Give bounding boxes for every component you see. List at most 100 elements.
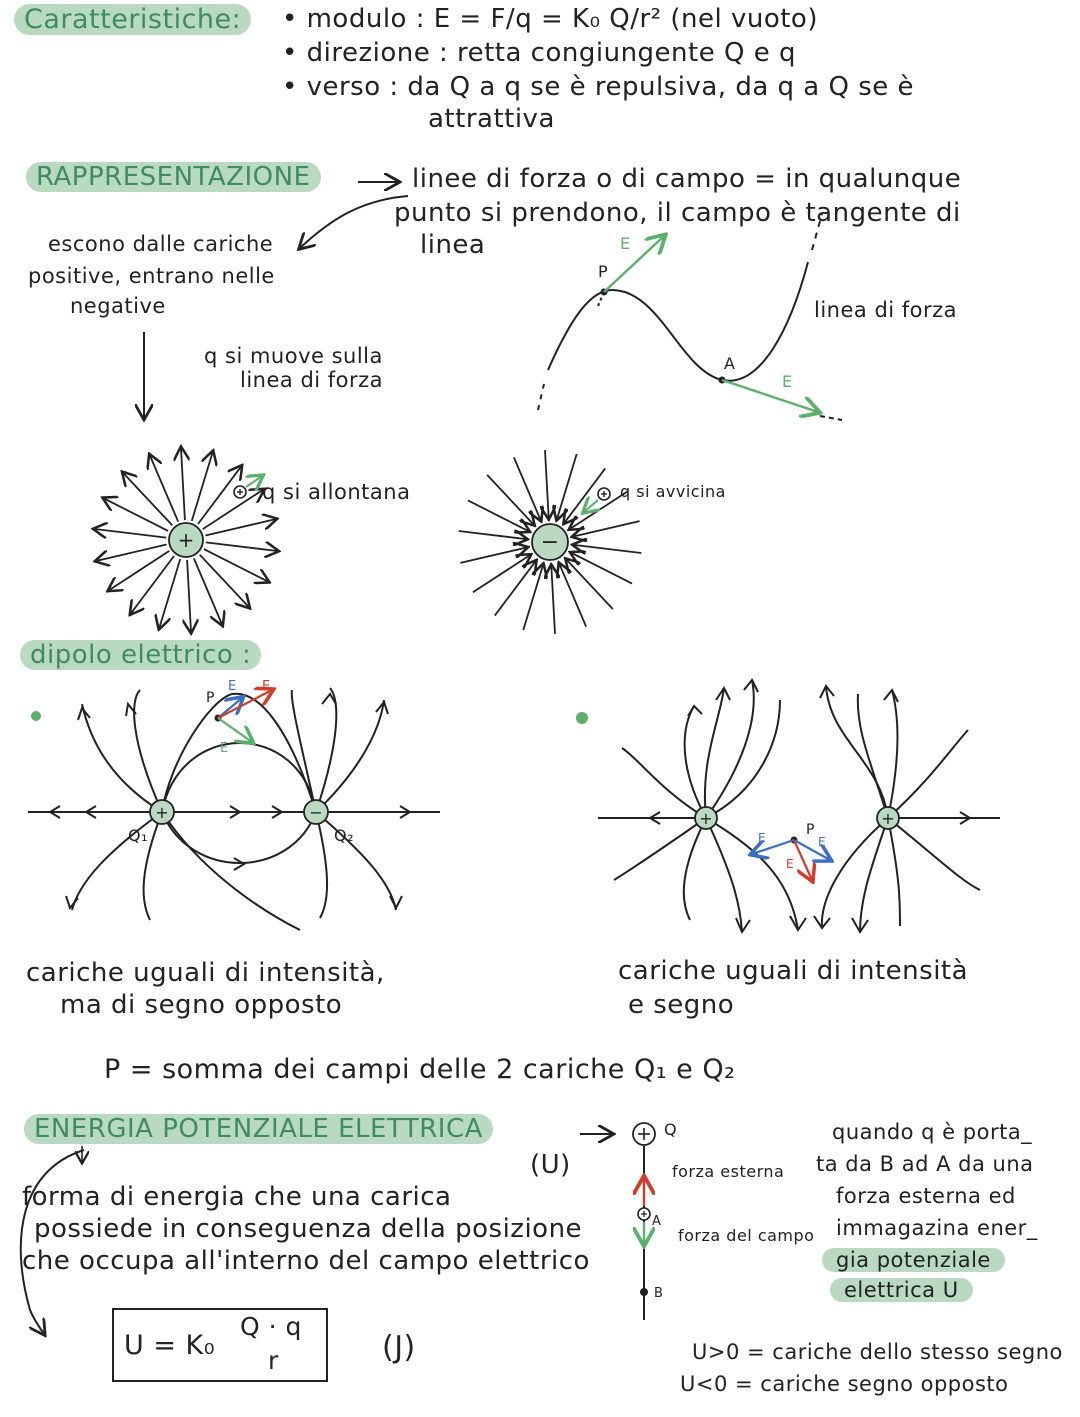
dipole-equal-vectors: P E E E <box>752 822 830 880</box>
dipole-equal-arrowheads <box>648 678 972 935</box>
radial-field-line <box>566 560 614 610</box>
radial-field-line <box>159 558 182 628</box>
somma-line: P = somma dei campi delle 2 cariche Q₁ e… <box>104 1054 736 1085</box>
svg-text:E: E <box>786 857 794 871</box>
formula-lhs: U = K₀ <box>124 1330 216 1361</box>
radial-field-line <box>513 457 541 520</box>
opposte-line-1: cariche uguali di intensità, <box>26 958 385 988</box>
energia-def-2: possiede in conseguenza della posizione <box>34 1214 583 1244</box>
quando-line-4: immagazina ener_ <box>836 1216 1038 1240</box>
direzione-line: • direzione : retta congiungente Q e q <box>282 38 796 68</box>
quando-line-3: forza esterna ed <box>836 1184 1016 1208</box>
energia-symbol: (U) <box>530 1150 571 1180</box>
energia-def-3: che occupa all'interno del campo elettri… <box>22 1246 590 1276</box>
q-muove-line-2: linea di forza <box>240 368 384 392</box>
radial-field-line <box>486 474 533 525</box>
radial-field-line <box>187 559 191 632</box>
escono-line-3: negative <box>70 294 166 318</box>
quando-line-2: ta da B ad A da una <box>816 1152 1034 1176</box>
radial-field-line <box>96 543 167 561</box>
forza-campo-label: forza del campo <box>678 1226 815 1245</box>
field-vector-p <box>603 236 664 293</box>
radial-field-line <box>202 490 263 530</box>
modulo-line: • modulo : E = F/q = K₀ Q/r² (nel vuoto) <box>282 4 818 34</box>
attrattiva-line: attrattiva <box>428 104 555 134</box>
definition-bracket-arrow <box>19 1149 85 1334</box>
dipolo-heading: dipolo elettrico : <box>20 640 262 670</box>
svg-text:E: E <box>228 679 236 694</box>
dipole-opposite-arrowheads <box>48 692 412 911</box>
avvicina-label: q si avvicina <box>620 482 726 501</box>
point-b-energy-label: B <box>654 1286 664 1301</box>
radial-field-line <box>551 566 555 634</box>
energia-heading: ENERGIA POTENZIALE ELETTRICA <box>24 1114 493 1144</box>
linee-line-2: punto si prendono, il campo è tangente d… <box>394 198 961 228</box>
dipole-charge-q2: − <box>303 799 329 825</box>
forza-esterna-label: forza esterna <box>672 1162 785 1181</box>
radial-field-line <box>460 547 526 564</box>
svg-text:+: + <box>155 803 168 822</box>
radial-field-line <box>557 453 578 519</box>
rappresentazione-heading: RAPPRESENTAZIONE <box>26 162 321 192</box>
svg-text:+: + <box>178 528 195 552</box>
radial-field-line <box>472 555 530 594</box>
field-e-label-a: E <box>782 372 793 391</box>
svg-text:E: E <box>758 831 766 845</box>
u-negative-line: U<0 = cariche segno opposto <box>680 1372 1009 1396</box>
tangent-dash-a <box>819 415 843 421</box>
svg-text:+: + <box>699 809 712 828</box>
radial-field-line <box>197 466 241 525</box>
svg-text:P: P <box>806 822 814 838</box>
formula-unit: (J) <box>382 1330 416 1365</box>
positive-charge-field <box>95 448 278 632</box>
radial-field-line <box>522 565 543 631</box>
quando-line-5: gia potenziale <box>822 1248 1005 1272</box>
dipole-equal-charge-right: + <box>876 806 900 830</box>
allontana-label: q si allontana <box>262 480 411 504</box>
dipole-equal-charge-left: + <box>694 806 718 830</box>
svg-text:E: E <box>818 835 826 849</box>
formula-numerator: Q · q <box>240 1312 302 1341</box>
energia-def-1: forma di energia che una carica <box>22 1182 452 1212</box>
positive-charge: + <box>168 522 204 558</box>
point-a-energy-label: A <box>652 1214 662 1229</box>
radial-field-line <box>458 531 527 539</box>
radial-field-line <box>203 548 268 582</box>
point-p-label: P <box>598 262 609 281</box>
svg-text:P: P <box>206 690 214 706</box>
radial-field-line <box>150 455 179 522</box>
linea-di-forza-label: linea di forza <box>814 298 958 322</box>
verso-line: • verso : da Q a q se è repulsiva, da q … <box>282 72 915 102</box>
svg-text:+: + <box>881 809 894 828</box>
radial-field-line <box>123 473 173 527</box>
svg-text:−: − <box>541 530 559 555</box>
uguali-line-2: e segno <box>628 990 735 1020</box>
radial-field-line <box>131 555 175 614</box>
test-charge-negative-field <box>584 487 611 512</box>
negative-charge-field <box>458 450 642 634</box>
opposte-line-2: ma di segno opposto <box>60 990 343 1020</box>
field-line-curve <box>537 213 823 411</box>
radial-field-line <box>571 553 633 585</box>
radial-field-line <box>190 452 213 522</box>
charge-q-label: Q <box>664 1120 678 1139</box>
escono-line-2: positive, entrano nelle <box>28 264 275 288</box>
caratteristiche-heading: Caratteristiche: <box>14 4 252 35</box>
test-charge-positive <box>233 476 262 499</box>
formula-box <box>112 1308 328 1382</box>
curved-pointer-arrow <box>300 195 409 248</box>
q-muove-line-1: q si muove sulla <box>204 344 383 368</box>
radial-field-line <box>494 561 536 617</box>
negative-charge: − <box>531 523 569 561</box>
linee-line-3: linea <box>420 230 486 260</box>
svg-text:−: − <box>309 803 322 822</box>
radial-field-line <box>193 558 222 624</box>
bullet-dot-left <box>31 711 41 721</box>
uguali-line-1: cariche uguali di intensità <box>618 956 969 986</box>
dipole-charge-q1: + <box>149 799 175 825</box>
radial-field-line <box>564 467 606 522</box>
quando-line-6: elettrica U <box>830 1278 973 1302</box>
radial-field-line <box>205 519 275 537</box>
u-positive-line: U>0 = cariche dello stesso segno <box>692 1340 1063 1364</box>
